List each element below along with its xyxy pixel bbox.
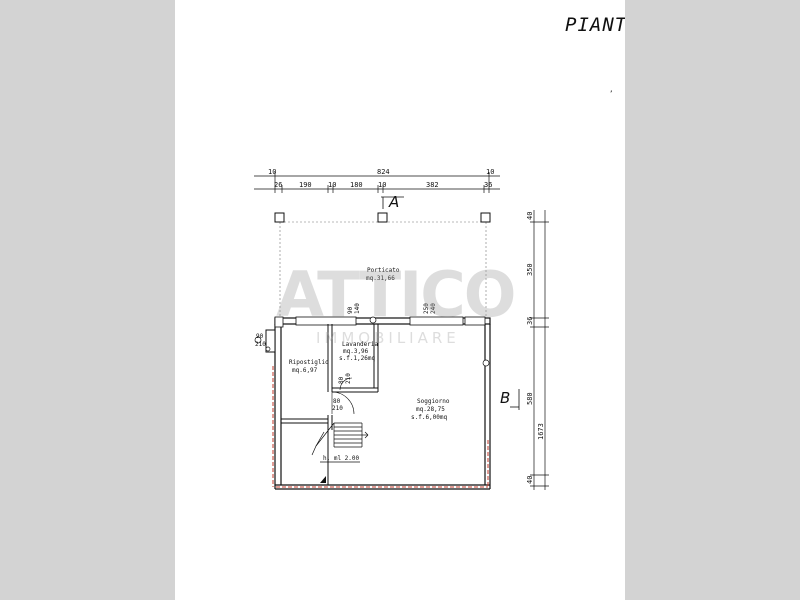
room-name-ripostiglio: Ripostiglio: [289, 359, 329, 366]
dim-right-4: 580: [526, 392, 534, 405]
stair-height-note: h. ml 2.00: [323, 455, 360, 462]
dim-seg-2: 190: [299, 181, 312, 189]
opening-left-window-h: 210: [255, 341, 266, 348]
dim-seg-7: 36: [484, 181, 492, 189]
right-dimensions: [530, 210, 549, 490]
dim-seg-3: 10: [328, 181, 336, 189]
watermark-tagline: IMMOBILIARE: [316, 329, 460, 347]
room-name-soggiorno: Soggiorno: [417, 398, 450, 405]
sheet-title: PIANTA PIANO TERRA: [565, 14, 625, 36]
outer-walls: [274, 317, 491, 490]
opening-lav-door-h: 210: [345, 373, 352, 384]
opening-left-window-w: 90: [256, 333, 264, 340]
dim-overall: 824: [377, 168, 390, 176]
section-label-a: A: [388, 193, 399, 211]
dim-right-1: 40: [526, 212, 534, 220]
stair-arrow-marker: [320, 476, 326, 483]
section-marker-a: [381, 196, 404, 209]
opening-lav-top-h: 140: [354, 303, 361, 314]
corner-mark: ’: [609, 90, 613, 98]
door-swings: [331, 377, 355, 415]
room-name-lavanderia: Lavanderia: [342, 341, 379, 348]
top-wall-openings: [274, 316, 486, 328]
opening-lav-door-w: 80: [338, 376, 345, 384]
dim-seg-5: 10: [378, 181, 386, 189]
dim-right-3: 36: [526, 317, 534, 325]
room-area-porticato: mq.31,66: [366, 275, 395, 282]
fixtures: [254, 316, 490, 367]
room-area-soggiorno: mq.28,75: [416, 406, 445, 413]
top-dimensions: [254, 172, 500, 193]
room-area-lavanderia: mq.3,96: [343, 348, 369, 355]
dim-right-overall: 1673: [537, 423, 545, 440]
brand-watermark: ATTICO IMMOBILIARE: [276, 258, 516, 347]
section-label-b: B: [500, 389, 510, 407]
dim-seg-4: 180: [350, 181, 363, 189]
porch-outline: [279, 221, 487, 318]
stair: [311, 422, 369, 463]
watermark-brand: ATTICO: [276, 258, 514, 331]
floor-plan: ’ 824 10 10 26 190 10 180 10 382 36 A: [254, 90, 613, 490]
porch-columns: [274, 212, 491, 223]
drawing-sheet: PIANTA PIANO TERRA ’ 824 10 10 26 190 10…: [175, 0, 625, 600]
perimeter-insulation: [272, 366, 489, 488]
dim-right-5: 40: [526, 476, 534, 484]
dim-right-edge: 10: [486, 168, 494, 176]
opening-lav-top-w: 90: [347, 306, 354, 314]
dim-seg-1: 26: [274, 181, 282, 189]
room-area-ripostiglio: mq.6,97: [292, 367, 318, 374]
opening-window-top-w: 250: [423, 303, 430, 314]
room-name-porticato: Porticato: [367, 267, 400, 274]
opening-window-top-h: 240: [430, 303, 437, 314]
dim-right-2: 350: [526, 263, 534, 276]
room-sf-lavanderia: s.f.1,26mq: [339, 355, 376, 362]
interior-walls: [265, 324, 379, 485]
opening-sogg-door-w: 80: [333, 398, 341, 405]
room-sf-soggiorno: s.f.6,00mq: [411, 414, 448, 421]
dim-left-edge: 10: [268, 168, 276, 176]
opening-sogg-door-h: 210: [332, 405, 343, 412]
dim-seg-6: 382: [426, 181, 439, 189]
section-marker-b: [510, 389, 520, 410]
